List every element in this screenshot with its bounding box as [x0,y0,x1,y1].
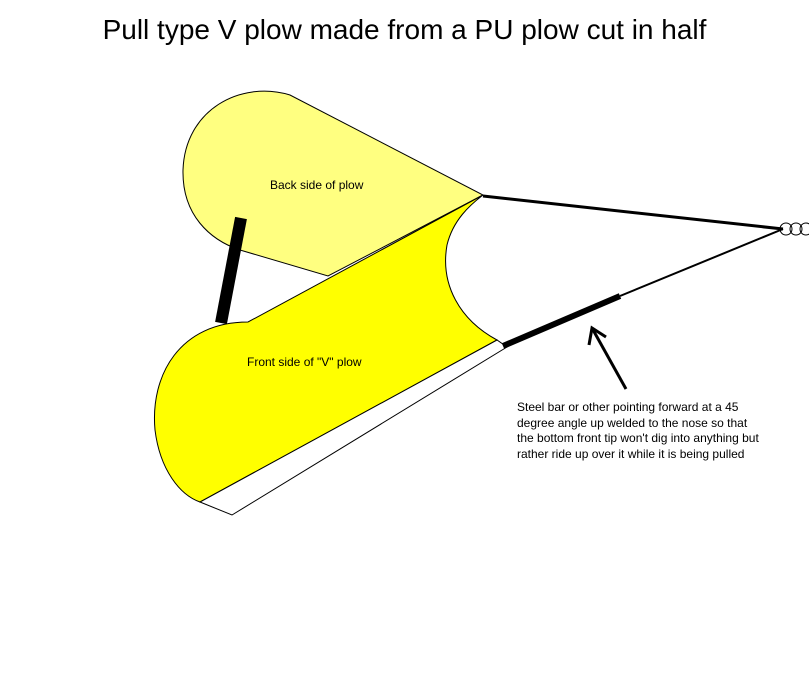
steel-bar-note: Steel bar or other pointing forward at a… [517,400,759,461]
front-side-label: Front side of "V" plow [247,355,362,369]
support-brace [215,216,247,325]
hitch-ring-1 [779,222,793,236]
diagram-title: Pull type V plow made from a PU plow cut… [102,14,707,45]
hitch-ring-2 [789,222,803,236]
steel-bar [501,293,622,349]
top-pull-bar [482,194,784,231]
back-side-label: Back side of plow [270,178,364,192]
pointer-arrow [587,325,628,390]
hitch-ring-3 [799,222,809,236]
lower-pull-line [619,228,784,297]
back-side-plow-shape [182,90,485,277]
